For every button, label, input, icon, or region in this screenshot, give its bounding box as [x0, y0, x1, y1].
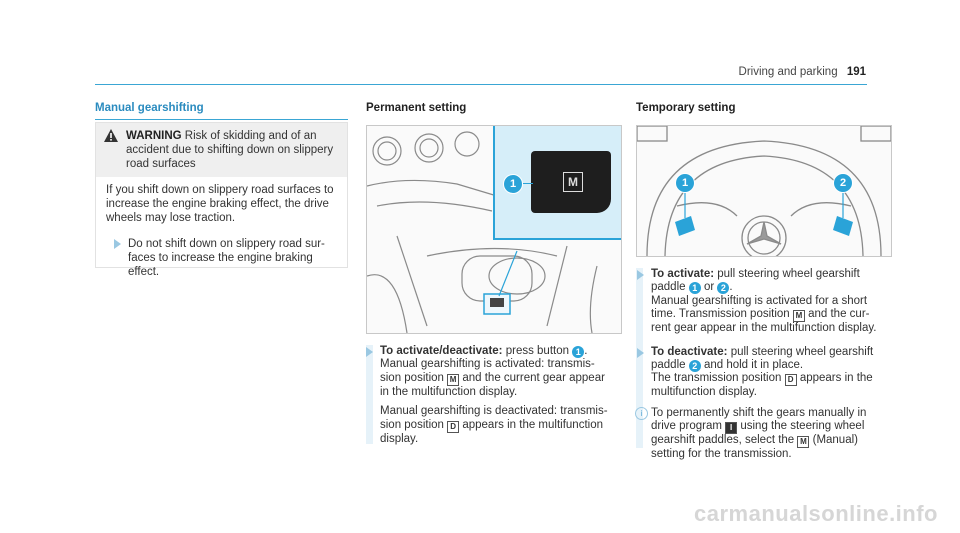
info-note: i To permanently shift the gears manuall…	[635, 407, 891, 462]
temporary-text-4a: time. Transmission position	[651, 308, 790, 321]
warning-body-line: increase the engine braking effect, the …	[106, 198, 329, 210]
permanent-line: sion position D appears in the multifunc…	[380, 419, 625, 433]
warning-text-2: accident due to shifting down on slipper…	[126, 144, 334, 156]
temporary-line: Manual gearshifting is activated for a s…	[651, 294, 868, 307]
info-line: setting for the transmission.	[651, 448, 792, 461]
permanent-line: sion position M and the current gear app…	[380, 372, 625, 386]
info-text-2a: drive program	[651, 420, 722, 433]
permanent-text-1: press button	[505, 345, 570, 357]
permanent-text-6b: appears in the multifunction	[462, 418, 603, 431]
d-symbol: D	[784, 374, 797, 387]
steering-wheel-drawing	[637, 126, 891, 256]
warning-step: Do not shift down on slippery road sur- …	[106, 237, 339, 279]
step-arrow-icon	[637, 270, 644, 280]
permanent-sidebar	[366, 345, 373, 444]
step-line: Do not shift down on slippery road sur-	[128, 238, 325, 250]
warning-text: Risk of skidding and of an	[184, 130, 317, 142]
permanent-illustration: M 1	[366, 125, 622, 334]
temporary-line: To deactivate: pull steering wheel gears…	[637, 345, 891, 359]
step-arrow-icon	[114, 239, 121, 249]
warning-text-3: road surfaces	[126, 158, 196, 170]
temporary-line: multifunction display.	[651, 386, 757, 399]
temporary-text-d2a: paddle	[651, 359, 686, 372]
permanent-line: display.	[380, 432, 419, 445]
temporary-sidebar	[636, 268, 643, 448]
warning-triangle-icon	[104, 129, 118, 142]
callout-2: 2	[833, 173, 853, 193]
temporary-text-4b: and the cur-	[808, 308, 870, 321]
callout-ref-2: 2	[688, 360, 701, 373]
temporary-line: The transmission position D appears in t…	[651, 372, 891, 387]
warning-label: WARNING	[126, 130, 182, 142]
temporary-line: To activate: pull steering wheel gearshi…	[651, 268, 891, 281]
temporary-text-d3a: The transmission position	[651, 372, 782, 385]
temporary-text: To activate: pull steering wheel gearshi…	[637, 268, 891, 400]
temporary-text-d3b: appears in the	[799, 372, 873, 385]
temporary-text-2a: paddle	[651, 281, 686, 294]
temporary-line: paddle 2 and hold it in place.	[651, 359, 891, 373]
temporary-text-d2b: and hold it in place.	[703, 359, 804, 372]
m-symbol: M	[447, 373, 460, 386]
temporary-line: time. Transmission position M and the cu…	[651, 308, 891, 323]
warning-header: WARNING Risk of skidding and of an accid…	[96, 123, 347, 177]
info-line: drive program I using the steering wheel	[651, 420, 891, 435]
permanent-line: To activate/deactivate: press button 1.	[380, 345, 588, 358]
individual-symbol: I	[725, 422, 738, 435]
section-name: Driving and parking	[738, 66, 838, 78]
warning-box: WARNING Risk of skidding and of an accid…	[95, 122, 348, 278]
center-console-drawing	[367, 131, 598, 333]
permanent-text-3b: and the current gear appear	[462, 371, 605, 384]
step-arrow-icon	[366, 347, 373, 357]
warning-body-line: wheels may lose traction.	[106, 212, 236, 224]
inset-m-symbol: M	[563, 172, 583, 192]
callout-1: 1	[675, 173, 695, 193]
permanent-line: in the multifunction display.	[380, 385, 518, 398]
info-text-3b: (Manual)	[812, 434, 858, 447]
watermark: carmanualsonline.info	[694, 501, 938, 526]
activate-lead: To activate:	[651, 268, 715, 280]
permanent-text: To activate/deactivate: press button 1. …	[366, 345, 625, 446]
temporary-illustration: 1 2	[636, 125, 892, 257]
warning-body: If you shift down on slippery road surfa…	[96, 177, 347, 279]
temporary-text-2b: or	[703, 281, 715, 294]
temporary-text-d1: pull steering wheel gearshift	[730, 345, 874, 358]
m-symbol: M	[797, 436, 810, 449]
step-line: faces to increase the engine braking	[128, 252, 313, 264]
callout-1: 1	[503, 174, 523, 194]
temporary-text-1: pull steering wheel gearshift	[717, 268, 860, 280]
step-arrow-icon	[637, 347, 644, 358]
section-title: Manual gearshifting	[95, 102, 204, 114]
info-line: To permanently shift the gears manually …	[651, 407, 867, 419]
step-line: effect.	[128, 266, 160, 278]
permanent-line: Manual gearshifting is activated: transm…	[380, 358, 595, 371]
section-title-rule	[95, 119, 348, 120]
page-header: Driving and parking 191	[739, 66, 866, 78]
detail-inset: M 1	[493, 126, 621, 240]
info-text-3a: gearshift paddles, select the	[651, 434, 795, 447]
temporary-line: rent gear appear in the multifunction di…	[651, 322, 877, 335]
warning-body-line: If you shift down on slippery road surfa…	[106, 184, 334, 196]
callout-line	[523, 183, 533, 184]
m-symbol: M	[792, 310, 805, 323]
permanent-text-3a: sion position	[380, 371, 444, 384]
d-symbol: D	[447, 420, 460, 433]
temporary-title: Temporary setting	[636, 102, 736, 114]
page-number: 191	[846, 66, 866, 78]
permanent-title: Permanent setting	[366, 102, 467, 114]
inset-button	[531, 151, 611, 213]
permanent-text-6a: sion position	[380, 418, 444, 431]
info-text-2b: using the steering wheel	[740, 420, 865, 433]
info-line: gearshift paddles, select the M (Manual)	[651, 434, 891, 449]
info-icon: i	[635, 407, 648, 420]
temporary-line: paddle 1 or 2.	[651, 281, 733, 295]
permanent-line: Manual gearshifting is deactivated: tran…	[380, 405, 608, 418]
header-rule	[95, 84, 867, 85]
activate-lead: To activate/deactivate:	[380, 345, 503, 357]
deactivate-lead: To deactivate:	[651, 345, 728, 358]
callout-ref-1: 1	[688, 282, 701, 295]
callout-ref-1: 1	[572, 346, 585, 358]
callout-ref-2: 2	[717, 282, 730, 295]
